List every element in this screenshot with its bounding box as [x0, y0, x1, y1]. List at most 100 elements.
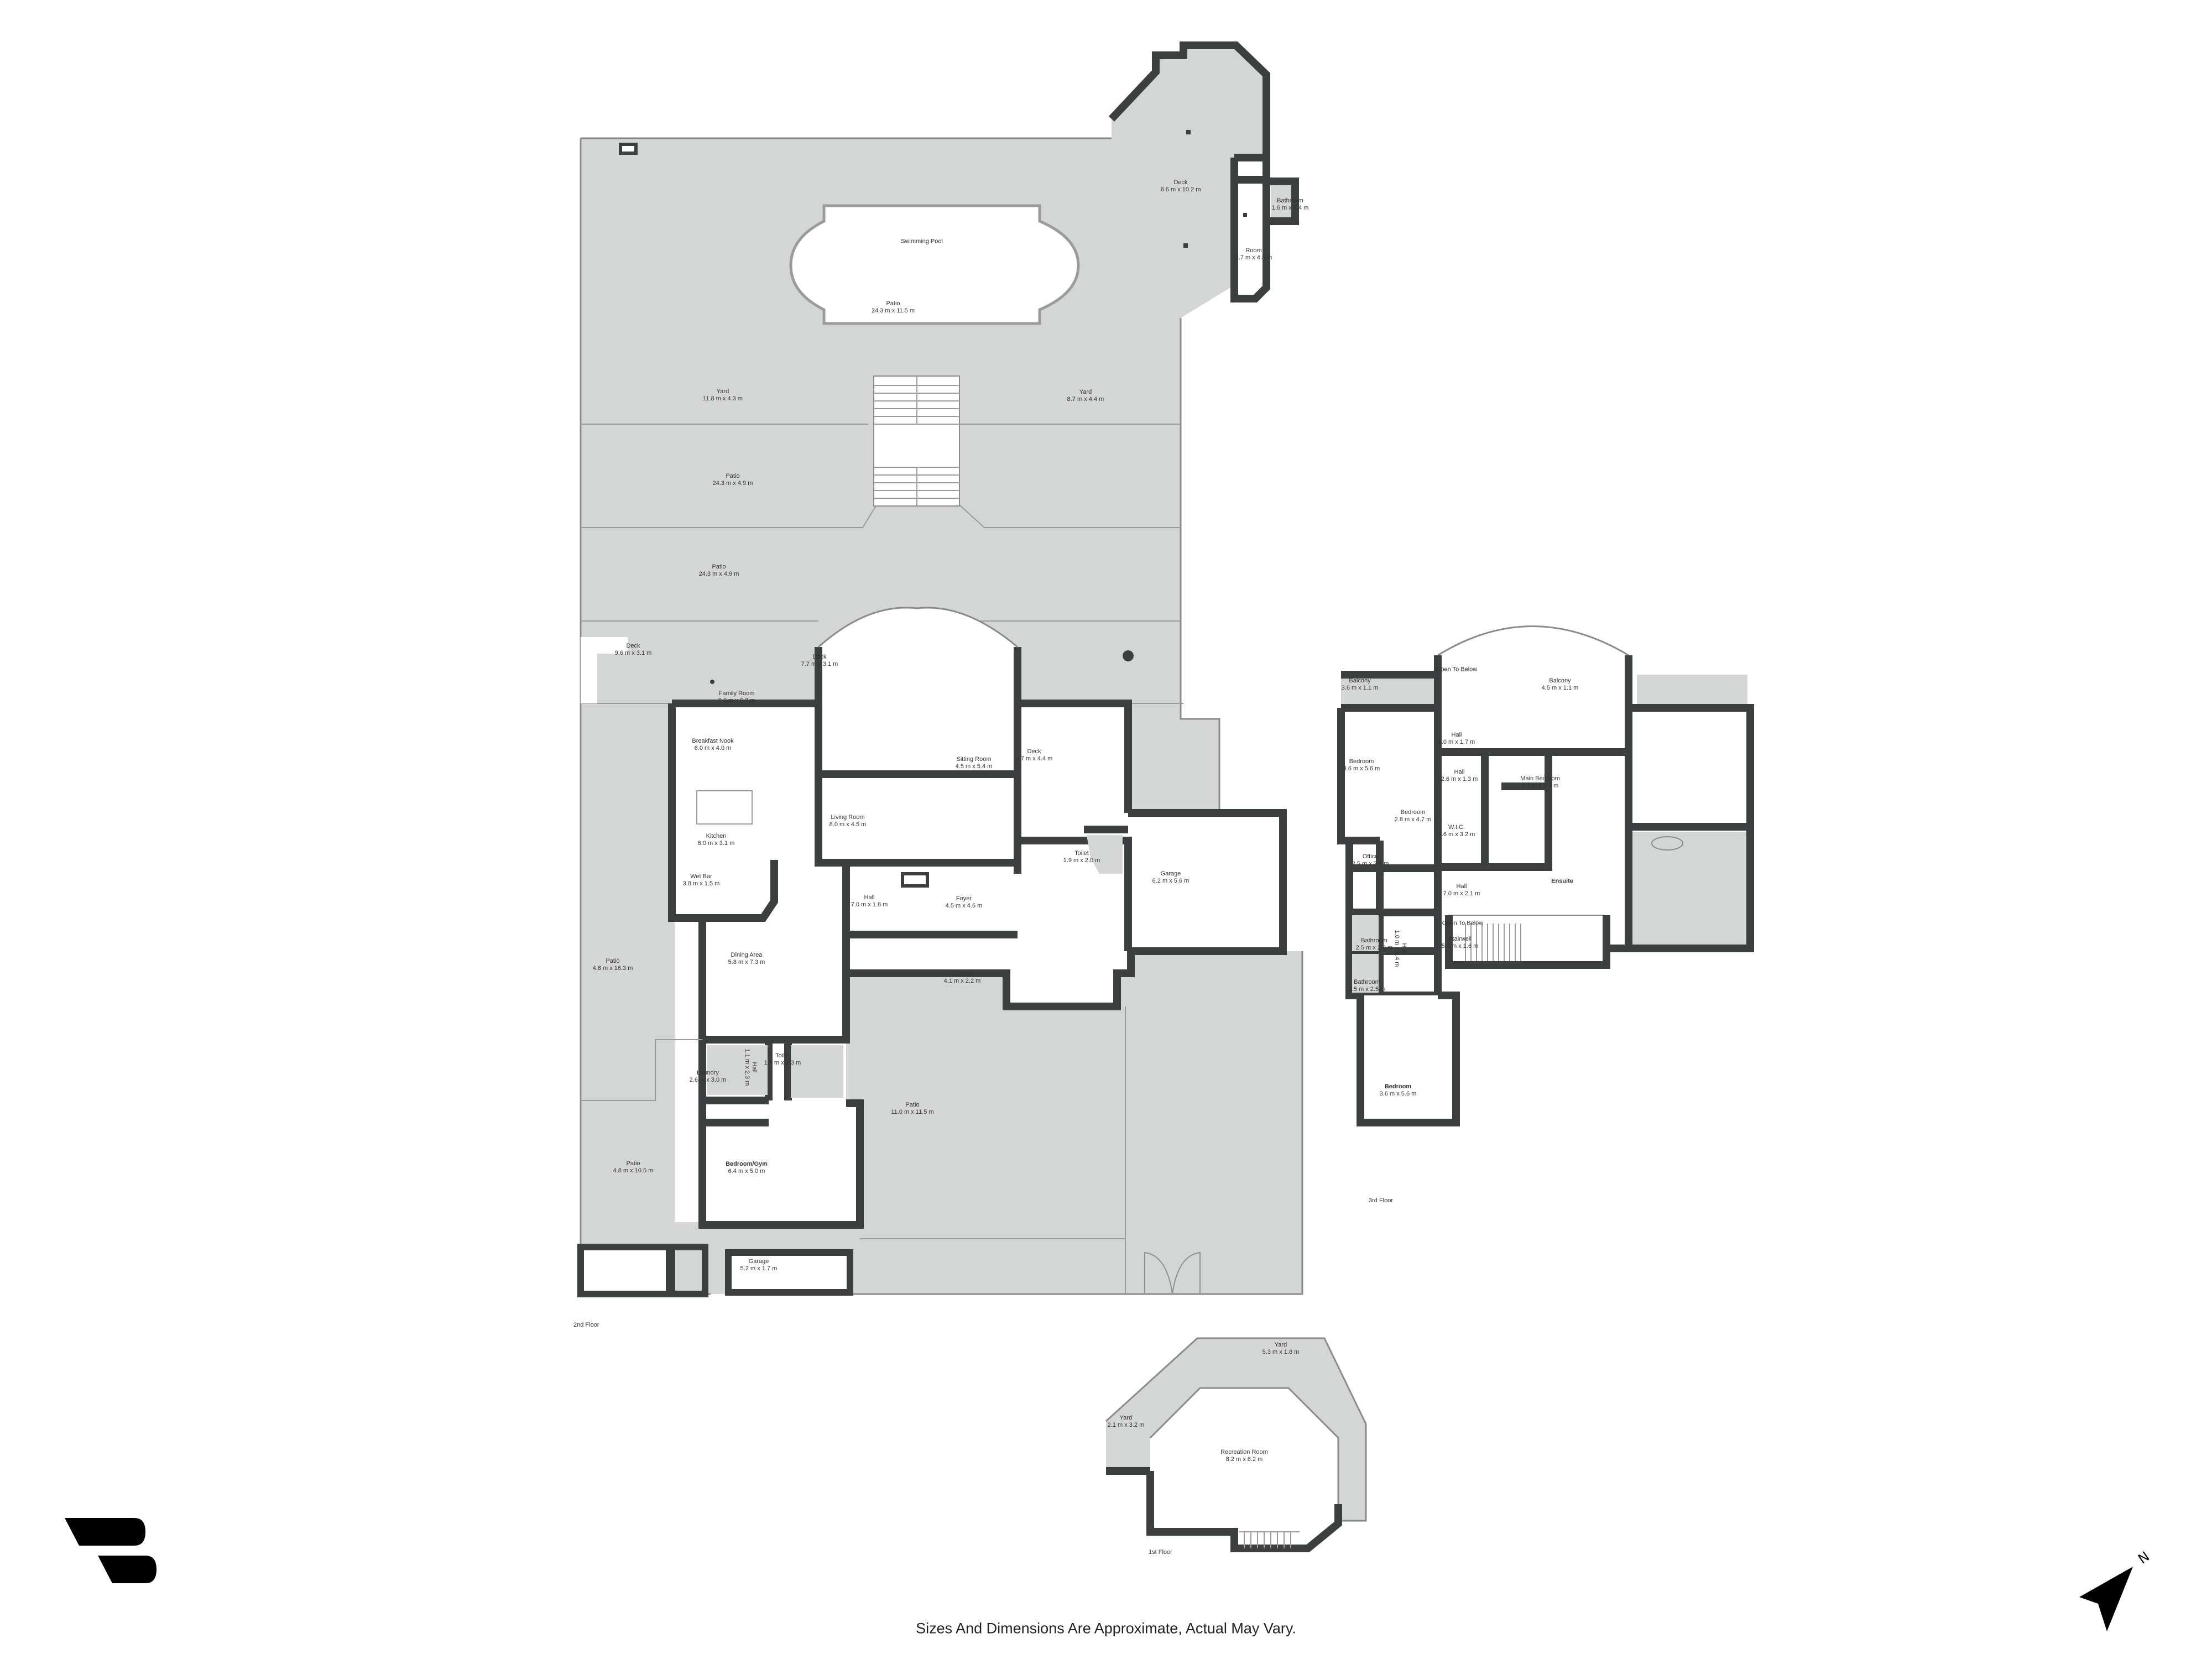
room-dimensions: 6.0 m x 4.0 m: [694, 745, 732, 752]
room-name: Ensuite: [1551, 878, 1573, 885]
room-name: W.I.C.: [1448, 824, 1465, 831]
room-name: Main Bedroom: [1520, 775, 1560, 782]
brand-logo-icon: [65, 1518, 156, 1583]
room-name: Deck: [812, 654, 827, 660]
room-dimensions: 8.0 m x 6.2 m: [718, 697, 755, 704]
room-dimensions: 1.0 m x 6.4 m: [1394, 930, 1400, 967]
room-name: Bedroom: [1384, 1083, 1412, 1090]
room-dimensions: 5.6 m x 1.6 m: [1441, 943, 1479, 950]
room-dimensions: 3.6 m x 5.6 m: [1343, 765, 1380, 772]
room-name: Hall: [1456, 883, 1467, 890]
room-dimensions: 3.7 m x 4.5 m: [1235, 254, 1272, 261]
compass-north-label: N: [2135, 1548, 2152, 1567]
room-dimensions: 2.8 m x 4.7 m: [1394, 816, 1432, 823]
room-dimensions: 2.6 m x 1.3 m: [1441, 776, 1478, 782]
room-dimensions: 9.6 m x 3.1 m: [614, 650, 652, 656]
room-name: Laundry: [697, 1070, 719, 1076]
first-floor-plan: [1105, 1337, 1367, 1552]
room-name: Wet Bar: [690, 873, 712, 880]
room-dimensions: 8.0 m x 1.7 m: [1438, 739, 1475, 745]
room-name: Hall: [864, 894, 875, 901]
room-dimensions: 3.6 m x 5.6 m: [1379, 1091, 1417, 1097]
room-name: Patio: [626, 1160, 640, 1167]
room-name: Yard: [1079, 389, 1092, 395]
room-name: Open To Below: [1436, 666, 1478, 673]
room-dimensions: 1.9 m x 2.0 m: [1063, 857, 1100, 864]
room-label: Open To Below: [1436, 666, 1477, 674]
floor-label: 3rd Floor: [1369, 1197, 1394, 1204]
room-dimensions: 4.5 m x 1.1 m: [1541, 685, 1579, 691]
room-name: Balcony: [1549, 677, 1571, 684]
room-name: Recreation Room: [1220, 1449, 1268, 1455]
room-name: Swimming Pool: [901, 238, 943, 245]
room-name: Toilet: [1074, 850, 1089, 857]
room-dimensions: 2.6 m x 3.2 m: [1438, 831, 1475, 838]
room-name: Breakfast Nook: [692, 738, 734, 744]
room-name: Living Room: [831, 814, 865, 821]
room-dimensions: 7.0 m x 2.1 m: [1443, 890, 1480, 897]
north-arrow-icon: [2079, 1567, 2133, 1631]
room-name: Toilet: [775, 1052, 790, 1059]
room-name: Bedroom: [1349, 758, 1374, 765]
floor-label: 1st Floor: [1149, 1549, 1172, 1556]
room-dimensions: 7.0 m x 1.8 m: [851, 901, 888, 908]
room-dimensions: 5.8 m x 7.3 m: [728, 959, 765, 966]
room-dimensions: 5.2 m x 1.7 m: [740, 1265, 778, 1272]
room-name: Bedroom/Gym: [726, 1161, 768, 1167]
floor-label: 2nd Floor: [573, 1322, 599, 1328]
room-dimensions: 6.4 m x 5.0 m: [728, 1168, 765, 1175]
room-dimensions: 4.5 m x 5.4 m: [955, 763, 993, 770]
room-dimensions: 4.8 m x 10.5 m: [613, 1167, 654, 1174]
room-dimensions: 11.8 m x 4.3 m: [703, 395, 743, 402]
room-dimensions: 1.6 m x 2.4 m: [1271, 205, 1309, 211]
room-name: Bedroom: [1400, 809, 1426, 816]
room-dimensions: 2.5 m x 2.5 m: [1348, 986, 1386, 993]
room-dimensions: 1.1 m x 2.3 m: [744, 1048, 750, 1086]
room-dimensions: 11.0 m x 11.5 m: [891, 1109, 934, 1115]
room-name: Patio: [712, 564, 726, 570]
room-name: Kitchen: [706, 833, 727, 839]
room-dimensions: 7.1 m x 5.4 m: [1521, 782, 1559, 789]
room-name: Hall: [751, 1062, 758, 1073]
room-label: Open To Below: [1442, 920, 1483, 927]
room-name: Balcony: [1349, 677, 1371, 684]
room-dimensions: 4.8 m x 16.3 m: [592, 965, 633, 972]
room-name: Family Room: [718, 690, 755, 697]
room-name: Garage: [1160, 870, 1181, 877]
room-dimensions: 24.3 m x 11.5 m: [871, 307, 915, 314]
room-dimensions: 5.3 m x 1.8 m: [1262, 1349, 1300, 1355]
room-dimensions: 8.0 m x 4.5 m: [829, 821, 867, 828]
room-name: Hall: [1454, 769, 1465, 775]
room-name: Deck: [1173, 179, 1188, 186]
room-dimensions: 8.2 m x 6.2 m: [1225, 1456, 1263, 1463]
disclaimer-text: Sizes And Dimensions Are Approximate, Ac…: [916, 1620, 1296, 1637]
room-name: Garage: [748, 1258, 769, 1265]
room-dimensions: 8.7 m x 4.4 m: [1067, 396, 1104, 403]
